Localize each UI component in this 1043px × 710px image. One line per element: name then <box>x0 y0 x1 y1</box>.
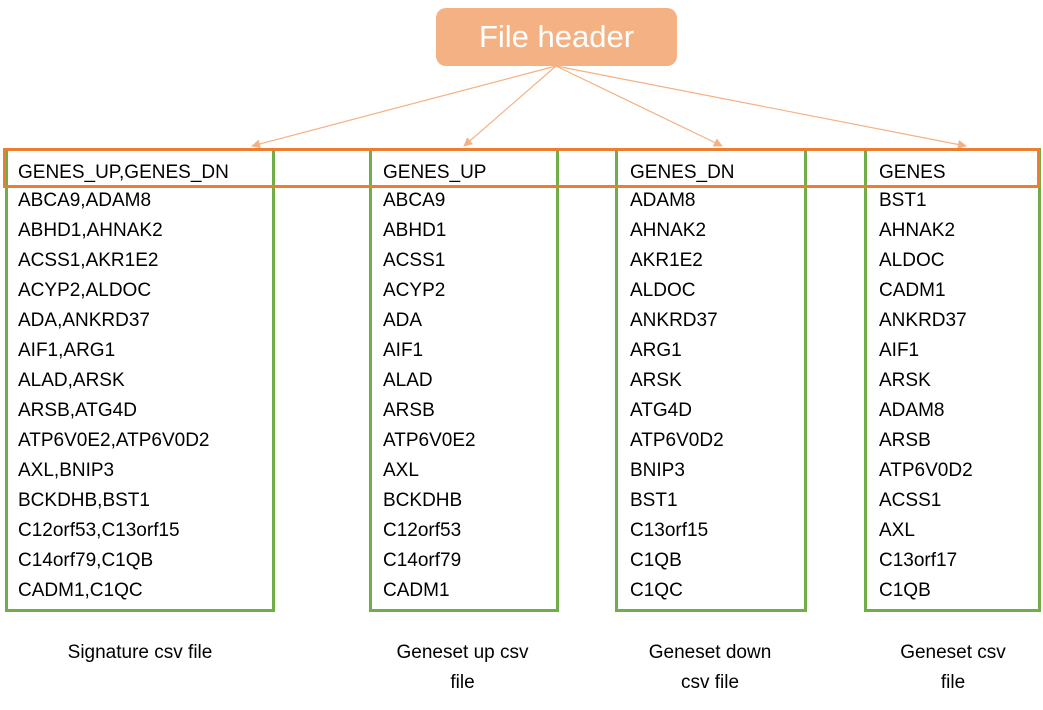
caption-line: Geneset csv <box>900 642 1006 663</box>
list-item: CADM1,C1QC <box>18 580 143 601</box>
list-item: ALAD,ARSK <box>18 370 125 391</box>
list-item: ADAM8 <box>630 190 696 211</box>
list-item: C1QB <box>630 550 682 571</box>
arrow-to-signature <box>251 65 557 149</box>
list-item: C1QC <box>630 580 683 601</box>
list-item: ABHD1 <box>383 220 447 241</box>
list-item: ATP6V0D2 <box>879 460 973 481</box>
caption-line: csv file <box>680 672 740 693</box>
list-item: BST1 <box>630 490 678 511</box>
list-item: AIF1 <box>879 340 920 361</box>
list-item: ATG4D <box>630 400 692 421</box>
list-item: ACYP2 <box>383 280 446 301</box>
list-item: ALDOC <box>630 280 696 301</box>
file-header-label: File header <box>478 19 635 54</box>
list-item: ATP6V0E2,ATP6V0D2 <box>18 430 210 451</box>
list-item: ADAM8 <box>879 400 945 421</box>
geneset-down-csv-header: GENES_DN <box>630 162 735 183</box>
list-item: C12orf53 <box>383 520 462 541</box>
list-item: ACSS1 <box>383 250 446 271</box>
arrow-to-geneset <box>555 65 967 149</box>
list-item: ARSB <box>879 430 931 451</box>
signature-csv-rows: ABCA9,ADAM8 ABHD1,AHNAK2 ACSS1,AKR1E2 AC… <box>18 186 210 606</box>
caption-line: Geneset up csv <box>396 642 529 663</box>
geneset-down-csv-rows: ADAM8 AHNAK2 AKR1E2 ALDOC ANKRD37 ARG1 A… <box>630 186 724 606</box>
list-item: ABCA9 <box>383 190 446 211</box>
list-item: ANKRD37 <box>879 310 967 331</box>
arrow-to-geneset-down <box>555 65 723 147</box>
list-item: ATP6V0D2 <box>630 430 724 451</box>
list-item: C14orf79,C1QB <box>18 550 154 571</box>
list-item: C13orf15 <box>630 520 709 541</box>
list-item: ACSS1 <box>879 490 942 511</box>
list-item: ALDOC <box>879 250 945 271</box>
arrow-to-geneset-up <box>463 65 557 147</box>
list-item: ABHD1,AHNAK2 <box>18 220 163 241</box>
list-item: ATP6V0E2 <box>383 430 476 451</box>
geneset-down-csv-caption: Geneset down csv file <box>615 638 805 698</box>
geneset-up-csv-caption: Geneset up csv file <box>370 638 555 698</box>
list-item: BST1 <box>879 190 927 211</box>
list-item: C12orf53,C13orf15 <box>18 520 180 541</box>
list-item: CADM1 <box>879 280 946 301</box>
list-item: BNIP3 <box>630 460 685 481</box>
list-item: BCKDHB,BST1 <box>18 490 150 511</box>
geneset-up-csv-header: GENES_UP <box>383 162 487 183</box>
list-item: AKR1E2 <box>630 250 703 271</box>
header-row-band <box>3 148 1040 188</box>
list-item: ARSB <box>383 400 435 421</box>
list-item: C1QB <box>879 580 931 601</box>
list-item: AIF1 <box>383 340 424 361</box>
list-item: ALAD <box>383 370 433 391</box>
list-item: AIF1,ARG1 <box>18 340 116 361</box>
caption-line: file <box>940 672 966 693</box>
list-item: C13orf17 <box>879 550 958 571</box>
caption-line: Signature csv file <box>67 642 213 663</box>
caption-line: file <box>450 672 475 693</box>
list-item: ADA,ANKRD37 <box>18 310 150 331</box>
signature-csv-header: GENES_UP,GENES_DN <box>18 162 229 183</box>
list-item: C14orf79 <box>383 550 462 571</box>
list-item: ACSS1,AKR1E2 <box>18 250 159 271</box>
list-item: AHNAK2 <box>630 220 707 241</box>
geneset-up-csv-rows: ABCA9 ABHD1 ACSS1 ACYP2 ADA AIF1 ALAD AR… <box>383 186 476 606</box>
list-item: ABCA9,ADAM8 <box>18 190 152 211</box>
list-item: ANKRD37 <box>630 310 718 331</box>
list-item: BCKDHB <box>383 490 463 511</box>
signature-csv-caption: Signature csv file <box>10 638 270 668</box>
list-item: AXL <box>383 460 419 481</box>
caption-line: Geneset down <box>648 642 772 663</box>
list-item: ARG1 <box>630 340 682 361</box>
list-item: ARSB,ATG4D <box>18 400 137 421</box>
list-item: AXL <box>879 520 915 541</box>
geneset-csv-caption: Geneset csv file <box>862 638 1043 698</box>
list-item: CADM1 <box>383 580 450 601</box>
list-item: AHNAK2 <box>879 220 956 241</box>
geneset-csv-header: GENES <box>879 162 946 183</box>
geneset-csv-rows: BST1 AHNAK2 ALDOC CADM1 ANKRD37 AIF1 ARS… <box>879 186 973 606</box>
list-item: ACYP2,ALDOC <box>18 280 152 301</box>
list-item: ADA <box>383 310 423 331</box>
list-item: AXL,BNIP3 <box>18 460 115 481</box>
list-item: ARSK <box>630 370 682 391</box>
file-header-box: File header <box>436 8 677 66</box>
list-item: ARSK <box>879 370 931 391</box>
